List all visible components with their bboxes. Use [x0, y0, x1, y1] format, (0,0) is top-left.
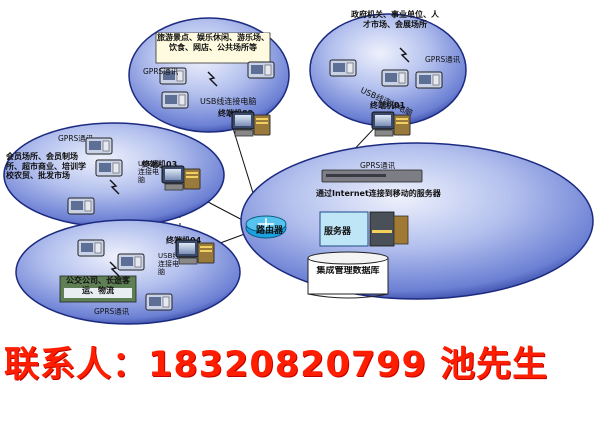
terminal-machine-icon: [175, 239, 215, 265]
pos-device-icon: [381, 69, 409, 87]
router-label: 路由器: [256, 224, 284, 236]
network-ellipse-community: 会员场所、会员制场所、超市商业、培训学校农贸、批发市场 GPRS通讯 终端机03…: [3, 122, 225, 228]
pos-device-icon: [247, 61, 275, 79]
tourism-label: 旅游景点、娱乐休闲、游乐场、饮食、网店、公共场所等: [157, 33, 269, 52]
pos-device-icon: [415, 71, 443, 89]
server-label: 服务器: [324, 225, 352, 237]
database-icon: [307, 251, 389, 299]
internet-label: 通过Internet连接到移动的服务器: [316, 188, 442, 198]
network-ellipse-server: GPRS通讯 通过Internet连接到移动的服务器 服务器 集成管理数据库: [240, 142, 594, 300]
government-label: 政府机关、事业单位、人才市场、会展场所: [351, 10, 439, 29]
network-ellipse-government: 政府机关、事业单位、人才市场、会展场所 GPRS通讯 USB线连接电脑 终端机0…: [309, 10, 467, 137]
pos-device-icon: [117, 253, 145, 271]
network-ellipse-tourism: 旅游景点、娱乐休闲、游乐场、饮食、网店、公共场所等 GPRS通讯 USB线连接电…: [128, 17, 290, 137]
usb-label: USB线连接电脑: [138, 160, 160, 184]
terminal-machine-icon: [231, 111, 271, 137]
server-tower: [369, 211, 395, 247]
bus-label: 公交公司、长途客运、物流: [66, 276, 130, 295]
pos-device-icon: [95, 159, 123, 177]
pos-device-icon: [67, 197, 95, 215]
usb-label: USB线连接电脑: [158, 252, 180, 276]
pos-device-icon: [329, 59, 357, 77]
database-label: 集成管理数据库: [316, 266, 380, 276]
network-ellipse-bus: 公交公司、长途客运、物流 GPRS通讯 终端机04 USB线连接电脑: [15, 219, 241, 325]
terminal-label: 终端机03: [141, 159, 177, 169]
gprs-label: GPRS通讯: [425, 54, 461, 64]
gprs-label: GPRS通讯: [360, 160, 396, 170]
gprs-label: GPRS通讯: [58, 133, 94, 143]
terminal-label: 终端机01: [369, 100, 406, 110]
server-box: [319, 211, 369, 247]
terminal-machine-icon: [161, 165, 201, 191]
pos-device-icon: [85, 137, 113, 155]
usb-label: USB线连接电脑: [200, 96, 256, 106]
pos-device-icon: [161, 91, 189, 109]
router-icon: [245, 215, 287, 239]
gprs-label: GPRS通讯: [143, 66, 179, 76]
pos-device-icon: [77, 239, 105, 257]
gprs-label: GPRS通讯: [94, 306, 130, 316]
contact-info: 联系人：18320820799 池先生: [4, 345, 549, 385]
terminal-machine-icon: [371, 111, 411, 137]
pos-device-icon: [145, 293, 173, 311]
community-label: 会员场所、会员制场所、超市商业、培训学校农贸、批发市场: [6, 152, 86, 180]
